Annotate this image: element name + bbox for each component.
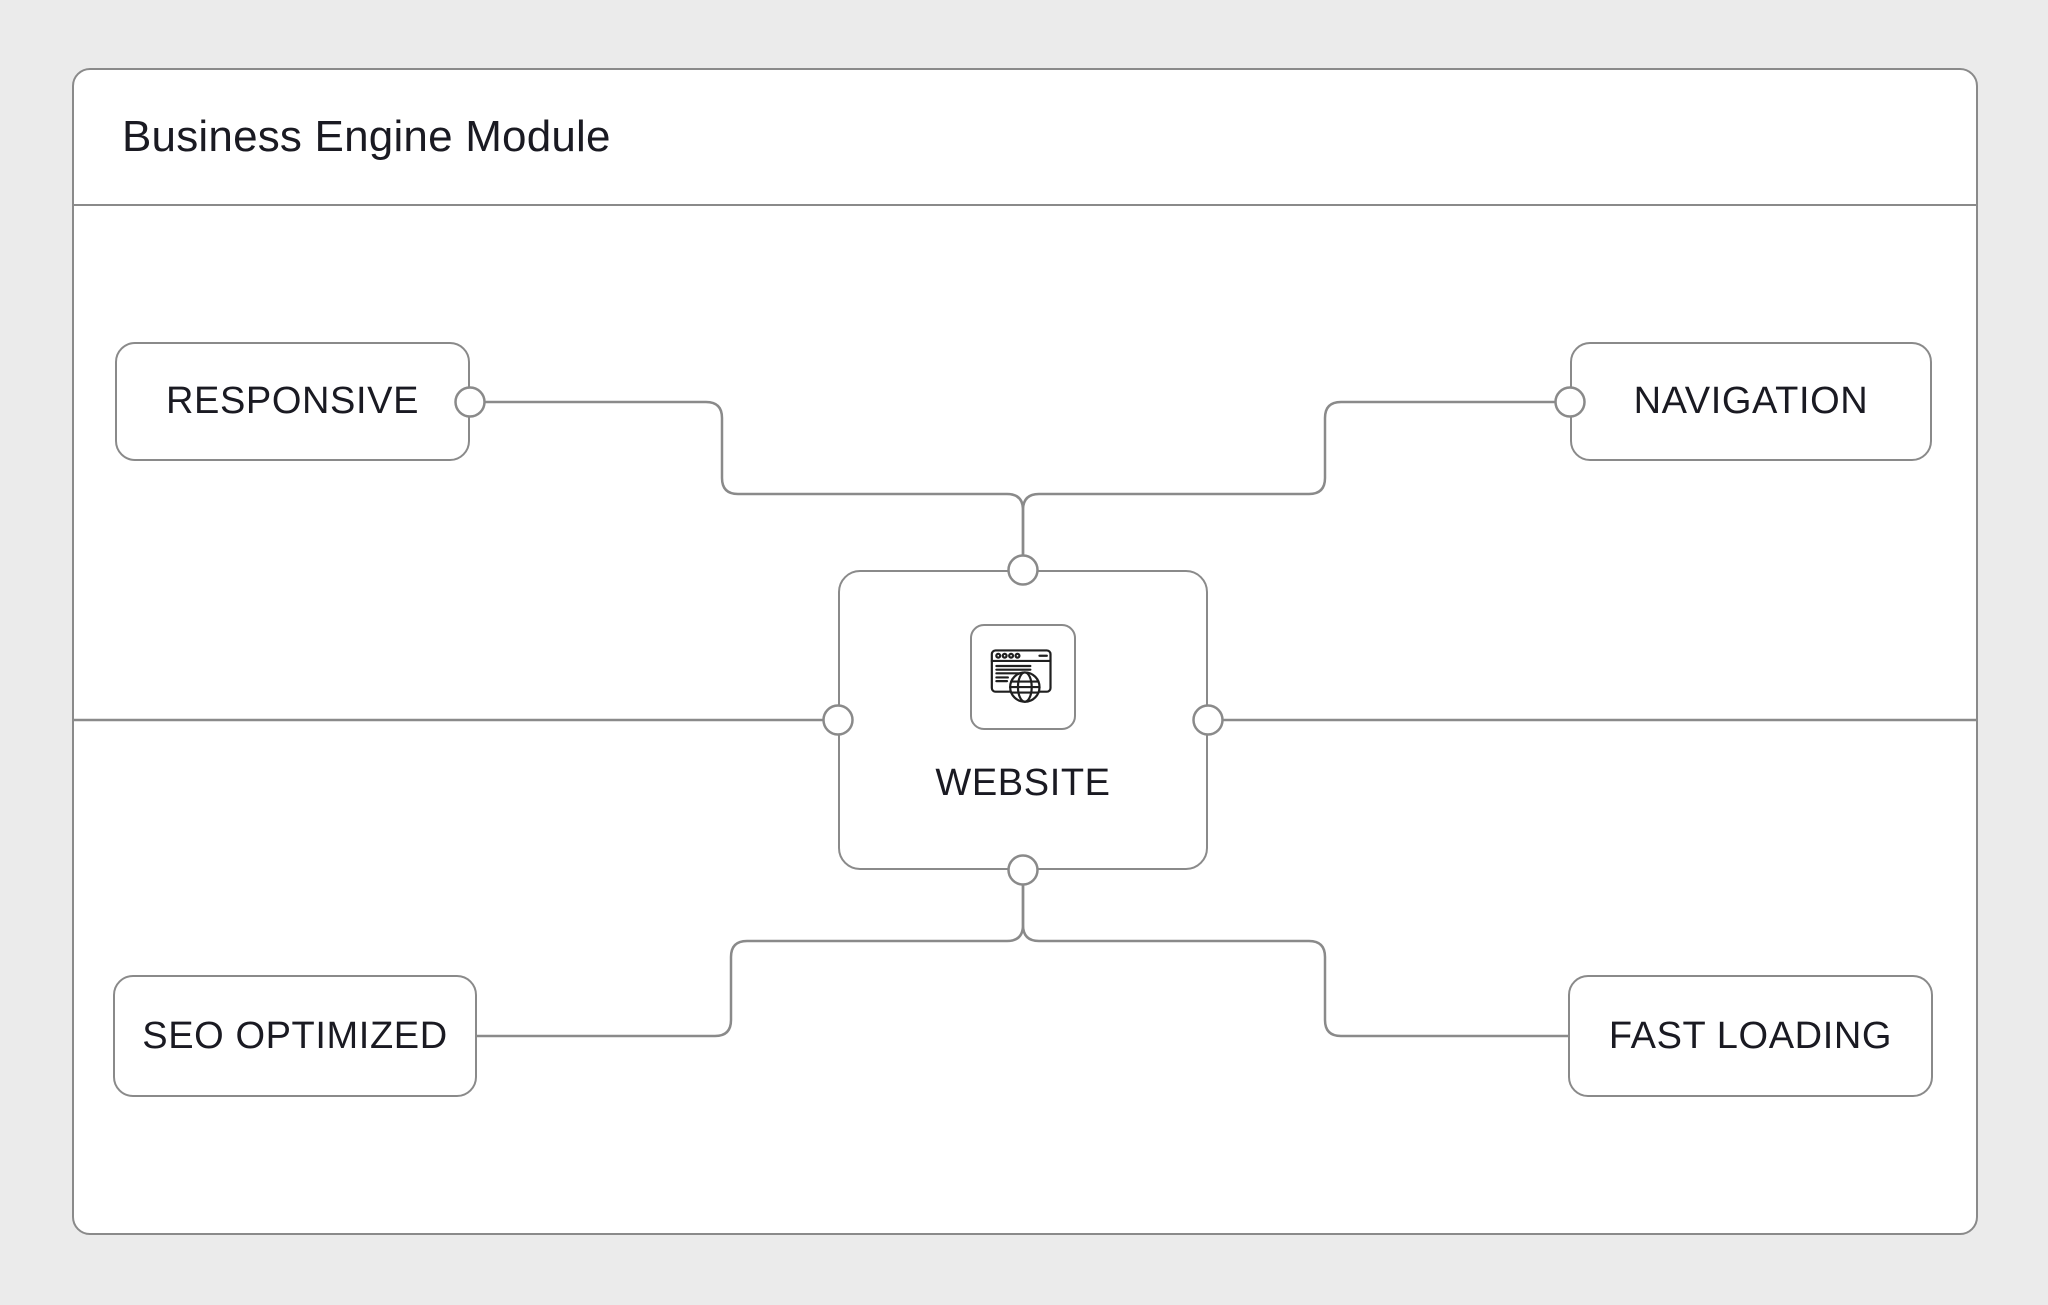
module-title: Business Engine Module	[122, 112, 611, 161]
node-navigation[interactable]: NAVIGATION	[1570, 342, 1932, 461]
node-responsive[interactable]: RESPONSIVE	[115, 342, 470, 461]
website-icon-frame	[970, 624, 1076, 730]
node-website-label: WEBSITE	[935, 762, 1111, 804]
module-header: Business Engine Module	[74, 70, 1976, 206]
node-responsive-label: RESPONSIVE	[165, 380, 420, 422]
node-fast-loading[interactable]: FAST LOADING	[1568, 975, 1933, 1097]
node-seo-optimized-label: SEO OPTIMIZED	[142, 1014, 448, 1057]
node-website[interactable]: WEBSITE	[838, 570, 1208, 870]
browser-globe-icon	[990, 649, 1052, 703]
node-fast-loading-label: FAST LOADING	[1608, 1014, 1893, 1057]
node-seo-optimized[interactable]: SEO OPTIMIZED	[113, 975, 477, 1097]
node-navigation-label: NAVIGATION	[1633, 380, 1869, 422]
